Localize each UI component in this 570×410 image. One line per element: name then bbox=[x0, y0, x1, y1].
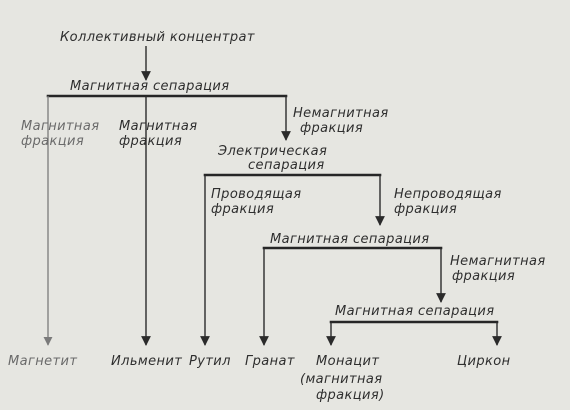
nonmagnetic-fraction-1-line2: фракция bbox=[300, 121, 363, 136]
electric-separation-line2: сепарация bbox=[248, 158, 325, 173]
monazite-note-line1: (магнитная bbox=[300, 372, 382, 387]
product-monazite: Монацит bbox=[316, 354, 379, 369]
magnetic-separation-3-label: Магнитная сепарация bbox=[335, 304, 495, 319]
product-zircon: Циркон bbox=[457, 354, 511, 369]
electric-separation-line1: Электрическая bbox=[217, 144, 327, 159]
feed-label: Коллективный концентрат bbox=[60, 30, 255, 45]
product-rutile: Рутил bbox=[189, 354, 231, 369]
monazite-note-line2: фракция) bbox=[316, 388, 385, 403]
magnetic-fraction-2-line2: фракция bbox=[119, 134, 182, 149]
product-ilmenite: Ильменит bbox=[111, 354, 182, 369]
nonmagnetic-fraction-2-line2: фракция bbox=[452, 269, 515, 284]
conducting-fraction-line1: Проводящая bbox=[211, 187, 301, 202]
nonmagnetic-fraction-1-line1: Немагнитная bbox=[293, 106, 389, 121]
product-magnetite: Магнетит bbox=[8, 354, 77, 369]
product-garnet: Гранат bbox=[245, 354, 295, 369]
conducting-fraction-line2: фракция bbox=[211, 202, 274, 217]
nonconducting-fraction-line2: фракция bbox=[394, 202, 457, 217]
nonmagnetic-fraction-2-line1: Немагнитная bbox=[450, 254, 546, 269]
nonconducting-fraction-line1: Непроводящая bbox=[394, 187, 502, 202]
magnetic-fraction-1-line1: Магнитная bbox=[21, 119, 99, 134]
magnetic-fraction-1-line2: фракция bbox=[21, 134, 84, 149]
magnetic-separation-2-label: Магнитная сепарация bbox=[270, 232, 430, 247]
magnetic-separation-1-label: Магнитная сепарация bbox=[70, 79, 230, 94]
magnetic-fraction-2-line1: Магнитная bbox=[119, 119, 197, 134]
